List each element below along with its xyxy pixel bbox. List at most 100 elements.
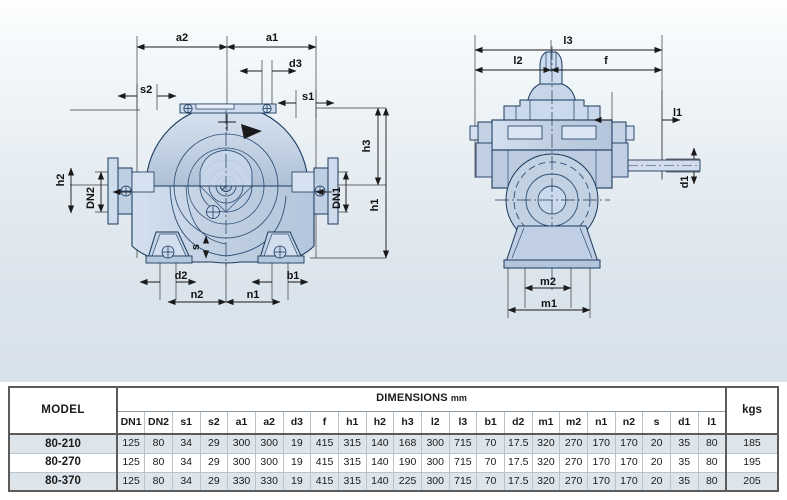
- dim-label-h1: h1: [369, 199, 381, 212]
- cell-model: 80-210: [8, 433, 118, 454]
- pump-casing: [107, 103, 339, 266]
- cell-d1: 35: [669, 433, 699, 454]
- dimension-lines-left: [67, 43, 390, 306]
- cell-dn1: 125: [116, 452, 146, 473]
- cell-m1: 320: [531, 452, 561, 473]
- cell-m2: 270: [559, 452, 588, 473]
- cell-s2: 29: [199, 433, 229, 454]
- dim-label-l3: l3: [563, 35, 572, 47]
- column-header-d1: d1: [669, 410, 699, 435]
- dim-label-l1: l1: [673, 107, 682, 119]
- cell-kgs: 195: [725, 452, 779, 473]
- cell-l3: 715: [448, 452, 478, 473]
- cell-s: 20: [642, 471, 671, 492]
- dim-label-d3: d3: [289, 58, 302, 70]
- column-header-h1: h1: [337, 410, 367, 435]
- cell-h3: 168: [393, 433, 422, 454]
- column-header-h3: h3: [393, 410, 422, 435]
- cell-l2: 300: [420, 433, 450, 454]
- cell-b1: 70: [476, 471, 505, 492]
- cell-l1: 80: [697, 452, 727, 473]
- cell-s1: 34: [171, 452, 201, 473]
- dim-label-a2: a2: [176, 32, 188, 44]
- column-header-m2: m2: [559, 410, 588, 435]
- cell-h1: 315: [337, 471, 367, 492]
- cell-d2: 17.5: [503, 471, 533, 492]
- cell-s2: 29: [199, 471, 229, 492]
- cell-s1: 34: [171, 471, 201, 492]
- column-header-m1: m1: [531, 410, 561, 435]
- cell-l1: 80: [697, 433, 727, 454]
- cell-kgs: 205: [725, 471, 779, 492]
- cell-h3: 190: [393, 452, 422, 473]
- header-kgs: kgs: [725, 386, 779, 435]
- column-header-s1: s1: [171, 410, 201, 435]
- cell-s2: 29: [199, 452, 229, 473]
- cell-n1: 170: [586, 471, 616, 492]
- cell-f: 415: [310, 471, 339, 492]
- column-header-d3: d3: [282, 410, 312, 435]
- cell-m1: 320: [531, 471, 561, 492]
- dim-label-b1: b1: [287, 270, 300, 282]
- foot-right: [257, 231, 305, 264]
- cell-a1: 300: [227, 433, 256, 454]
- column-header-f: f: [310, 410, 339, 435]
- header-dimensions-text: DIMENSIONS: [376, 392, 448, 405]
- dim-label-d1: d1: [679, 176, 691, 189]
- column-header-a2: a2: [254, 410, 284, 435]
- cell-s: 20: [642, 452, 671, 473]
- column-header-l2: l2: [420, 410, 450, 435]
- cell-b1: 70: [476, 452, 505, 473]
- pump-dimension-drawing: a2 a1 d3 s2 s1 h3 h1 h2 DN2 DN1 s d2 b1 …: [55, 32, 701, 318]
- column-header-n1: n1: [586, 410, 616, 435]
- cell-h1: 315: [337, 452, 367, 473]
- cell-n2: 170: [614, 471, 644, 492]
- cell-model: 80-270: [8, 452, 118, 473]
- cell-f: 415: [310, 433, 339, 454]
- cell-l2: 300: [420, 471, 450, 492]
- cell-f: 415: [310, 452, 339, 473]
- dim-label-a1: a1: [266, 32, 278, 44]
- cell-d2: 17.5: [503, 452, 533, 473]
- dim-label-DN1: DN1: [331, 187, 343, 209]
- dim-label-n1: n1: [247, 289, 260, 301]
- column-header-a1: a1: [227, 410, 256, 435]
- cell-a2: 330: [254, 471, 284, 492]
- cell-d3: 19: [282, 433, 312, 454]
- column-header-dn2: DN2: [144, 410, 173, 435]
- column-header-d2: d2: [503, 410, 533, 435]
- cell-d3: 19: [282, 452, 312, 473]
- column-header-l3: l3: [448, 410, 478, 435]
- column-header-s: s: [642, 410, 671, 435]
- header-model: MODEL: [8, 386, 118, 435]
- dimension-lines-right: [474, 46, 698, 314]
- cell-h3: 225: [393, 471, 422, 492]
- cell-h1: 315: [337, 433, 367, 454]
- cell-n2: 170: [614, 452, 644, 473]
- column-header-h2: h2: [365, 410, 395, 435]
- cell-kgs: 185: [725, 433, 779, 454]
- dim-label-s: s: [190, 244, 202, 250]
- cell-d1: 35: [669, 471, 699, 492]
- column-header-l1: l1: [697, 410, 727, 435]
- cell-dn1: 125: [116, 433, 146, 454]
- dim-label-f: f: [604, 55, 608, 67]
- dim-label-h3: h3: [361, 140, 373, 153]
- cell-a1: 300: [227, 452, 256, 473]
- cell-dn1: 125: [116, 471, 146, 492]
- cell-a1: 330: [227, 471, 256, 492]
- cell-m2: 270: [559, 471, 588, 492]
- cell-h2: 140: [365, 471, 395, 492]
- cell-d3: 19: [282, 471, 312, 492]
- foot-left: [145, 231, 193, 264]
- cell-a2: 300: [254, 433, 284, 454]
- rotation-arrow: [241, 124, 262, 139]
